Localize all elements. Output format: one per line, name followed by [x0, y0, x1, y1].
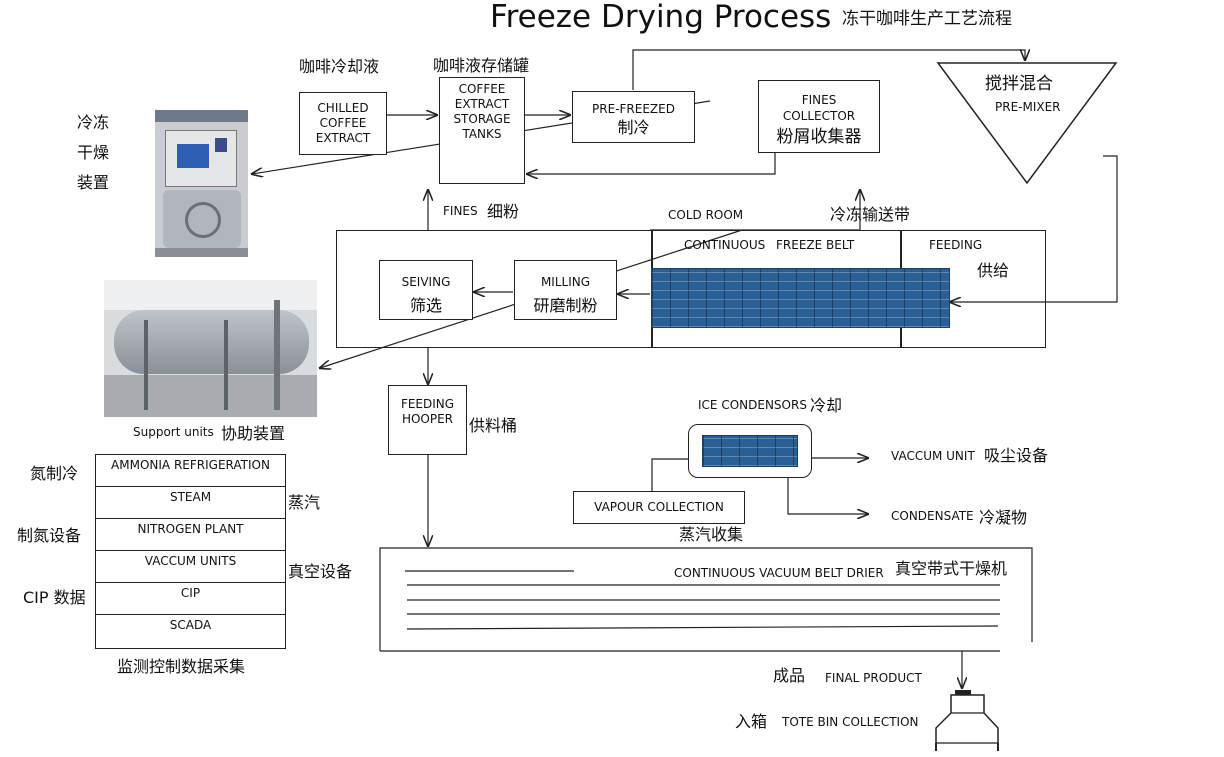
vapour-collection-box: VAPOUR COLLECTION: [573, 491, 745, 524]
continuous-label: CONTINUOUS: [684, 238, 766, 252]
support-item: AMMONIA REFRIGERATION: [96, 455, 285, 487]
support-left-cn-1: 氮制冷: [30, 464, 79, 483]
ice-condensor-graphic: [702, 435, 798, 467]
support-item: STEAM: [96, 487, 285, 519]
support-right-cn-2: 真空设备: [288, 562, 353, 581]
fines-cn: 细粉: [487, 202, 520, 221]
seiving-box: SEIVING 筛选: [379, 260, 473, 320]
final-product-label: FINAL PRODUCT: [825, 671, 922, 685]
vaccum-unit-cn: 吸尘设备: [984, 446, 1049, 465]
feeding-hooper-box: FEEDING HOOPER: [388, 385, 467, 455]
tote-bin-icon: [934, 688, 1000, 752]
cold-room-label: COLD ROOM: [668, 208, 744, 222]
pre-mixer-label: PRE-MIXER: [995, 100, 1061, 114]
ice-condensors-box: [688, 424, 812, 478]
support-item: VACCUM UNITS: [96, 551, 285, 583]
vacuum-belt-drier-label: CONTINUOUS VACUUM BELT DRIER: [674, 566, 884, 580]
freeze-belt-cn: 冷冻输送带: [830, 205, 911, 224]
vapour-collection-cn: 蒸汽收集: [679, 525, 744, 544]
feeding-label: FEEDING: [929, 238, 983, 252]
support-units-cn: 协助装置: [221, 424, 286, 443]
feeding-cn: 供给: [977, 261, 1010, 280]
freeze-dry-unit-cn-3: 装置: [77, 173, 110, 192]
support-footer-cn: 监测控制数据采集: [117, 657, 246, 676]
feeding-hooper-cn: 供料桶: [469, 416, 518, 435]
coffee-extract-storage-tanks-box: COFFEE EXTRACT STORAGE TANKS: [439, 77, 525, 184]
pre-mixer-cn: 搅拌混合: [985, 74, 1053, 94]
condensate-cn: 冷凝物: [979, 508, 1028, 527]
freeze-drying-equipment-photo: [155, 110, 248, 257]
milling-box: MILLING 研磨制粉: [514, 260, 617, 320]
support-left-cn-2: 制氮设备: [17, 526, 82, 545]
cold-room-box: [336, 230, 1046, 348]
chilled-extract-cn: 咖啡冷却液: [299, 57, 380, 76]
support-right-cn-1: 蒸汽: [288, 493, 321, 512]
support-item: NITROGEN PLANT: [96, 519, 285, 551]
page-title: Freeze Drying Process: [490, 0, 832, 35]
support-units-label: Support units: [133, 425, 214, 439]
page-title-cn: 冻干咖啡生产工艺流程: [842, 9, 1012, 29]
support-left-cn-3: CIP 数据: [23, 588, 86, 607]
condensate-label: CONDENSATE: [891, 509, 974, 523]
support-item: SCADA: [169, 618, 212, 632]
ice-condensors-cn: 冷却: [810, 396, 843, 415]
freeze-belt-graphic: [651, 268, 950, 328]
support-units-list: AMMONIA REFRIGERATION STEAM NITROGEN PLA…: [95, 454, 286, 649]
ice-condensors-label: ICE CONDENSORS: [698, 398, 807, 412]
tote-bin-cn: 入箱: [735, 712, 768, 731]
vaccum-unit-label: VACCUM UNIT: [891, 449, 975, 463]
tote-bin-label: TOTE BIN COLLECTION: [782, 715, 919, 729]
freeze-dry-unit-cn-2: 干燥: [77, 143, 110, 162]
fines-collector-box: FINES COLLECTOR 粉屑收集器: [758, 80, 880, 153]
pre-freezed-box: PRE-FREEZED 制冷: [572, 91, 695, 143]
support-units-photo: [104, 280, 317, 417]
freeze-dry-unit-cn-1: 冷冻: [77, 113, 110, 132]
final-product-cn: 成品: [773, 666, 806, 685]
support-item: CIP: [96, 583, 285, 615]
storage-tanks-cn: 咖啡液存储罐: [433, 56, 530, 75]
fines-label: FINES: [443, 204, 478, 218]
vacuum-belt-drier-cn: 真空带式干燥机: [895, 559, 1008, 578]
chilled-coffee-extract-box: CHILLED COFFEE EXTRACT: [299, 92, 387, 155]
freeze-belt-label: FREEZE BELT: [776, 238, 855, 252]
